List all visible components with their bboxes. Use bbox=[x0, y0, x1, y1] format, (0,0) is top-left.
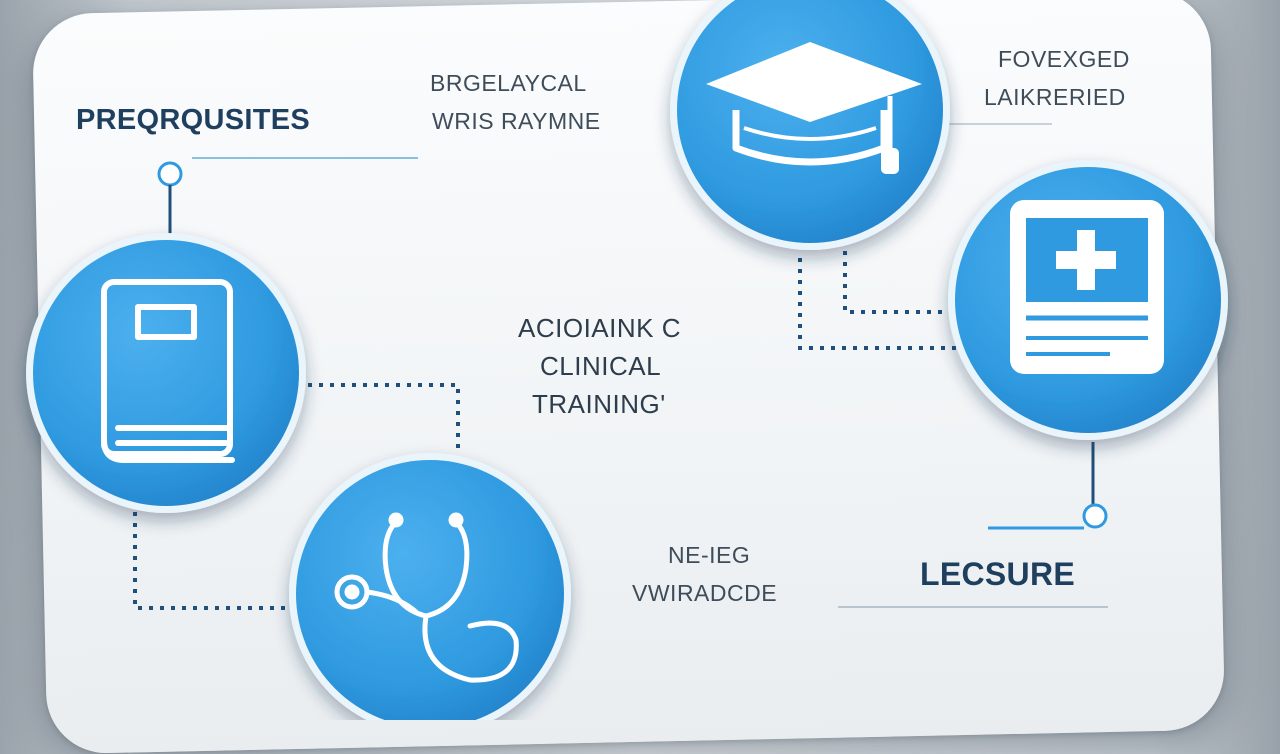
medical-certificate-icon bbox=[1010, 200, 1164, 374]
label-right-top-line1: FOVEXGED bbox=[998, 46, 1130, 72]
stethoscope-icon bbox=[334, 512, 519, 683]
label-center-line3: TRAINING' bbox=[532, 389, 666, 419]
label-top-line1: BRGELAYCAL bbox=[430, 70, 587, 96]
dotted-book-to-stethoscope bbox=[308, 383, 460, 455]
label-bottom-line2: VWIRADCDE bbox=[632, 580, 778, 606]
dotted-book-bottom bbox=[133, 512, 300, 610]
graduation-cap-node bbox=[670, 0, 950, 250]
connector-lines bbox=[133, 123, 1108, 610]
connector-node-top-left bbox=[157, 161, 183, 187]
label-bottom-line1: NE-IEG bbox=[668, 542, 751, 568]
dotted-cap-to-certificate-outer bbox=[798, 258, 960, 350]
book-icon bbox=[101, 279, 235, 463]
dotted-cap-to-certificate-inner bbox=[843, 240, 960, 314]
stethoscope-node bbox=[289, 453, 571, 720]
label-center-line1: ACIOIAINK C bbox=[518, 313, 681, 343]
diagram-overlay bbox=[26, 0, 1228, 720]
label-center-line2: CLINICAL bbox=[540, 351, 662, 381]
label-right-top-line2: LAIKRERIED bbox=[984, 84, 1126, 110]
book-node bbox=[26, 233, 306, 513]
label-top-line2: WRIS RAYMNE bbox=[432, 108, 601, 134]
graduation-cap-icon bbox=[706, 42, 922, 174]
label-licensure: LECSURE bbox=[920, 556, 1076, 592]
label-prerequisites: PREQRQUSITES bbox=[76, 104, 311, 136]
connector-node-licensure bbox=[1082, 503, 1108, 529]
